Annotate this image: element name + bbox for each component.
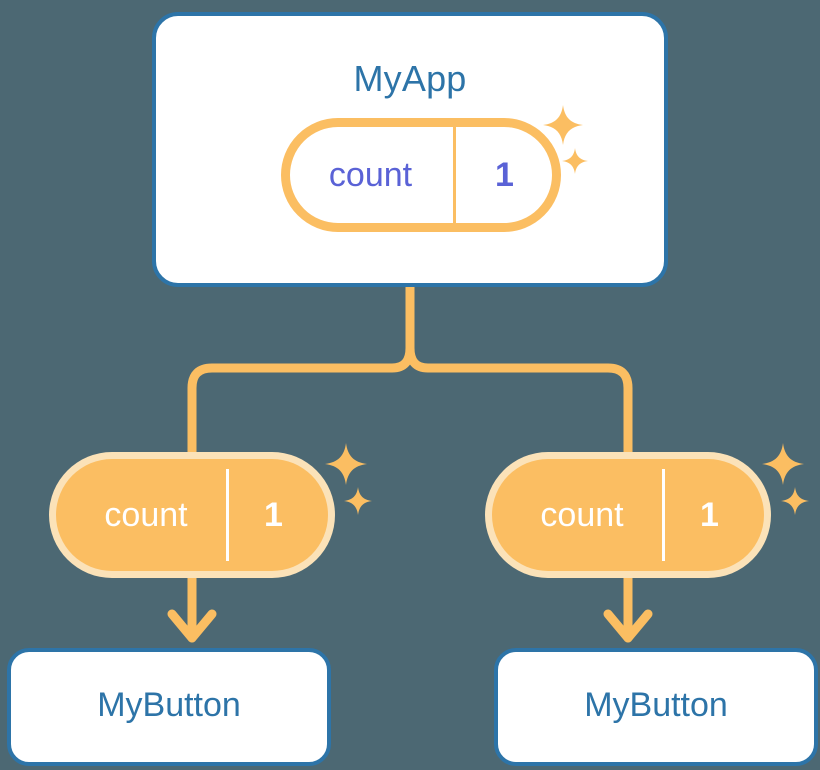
pill-divider [226,469,229,561]
state-key: count [540,495,624,534]
card-mybutton-left[interactable]: MyButton [7,648,331,766]
page-title: MyApp [353,58,467,99]
pill-divider [453,127,456,223]
state-value: 1 [495,155,514,194]
state-key: count [328,155,413,194]
state-value: 1 [264,495,283,534]
arrow-head-right [603,609,653,643]
card-title: MyButton [97,686,241,724]
state-pill[interactable]: count 1 [485,452,771,578]
pill-divider [662,469,665,561]
state-pill[interactable]: count 1 [281,118,561,232]
state-pill[interactable]: count 1 [49,452,335,578]
branch-left [187,343,415,457]
state-pill-mybutton-left[interactable]: count 1 [49,452,335,578]
card-mybutton-right[interactable]: MyButton [494,648,818,766]
card-title: MyButton [584,686,728,724]
state-key: count [104,495,188,534]
arrow-head-left [167,609,217,643]
branch-right [405,343,633,457]
state-value: 1 [700,495,719,534]
state-pill-mybutton-right[interactable]: count 1 [485,452,771,578]
state-pill-myapp[interactable]: count 1 [281,118,561,232]
